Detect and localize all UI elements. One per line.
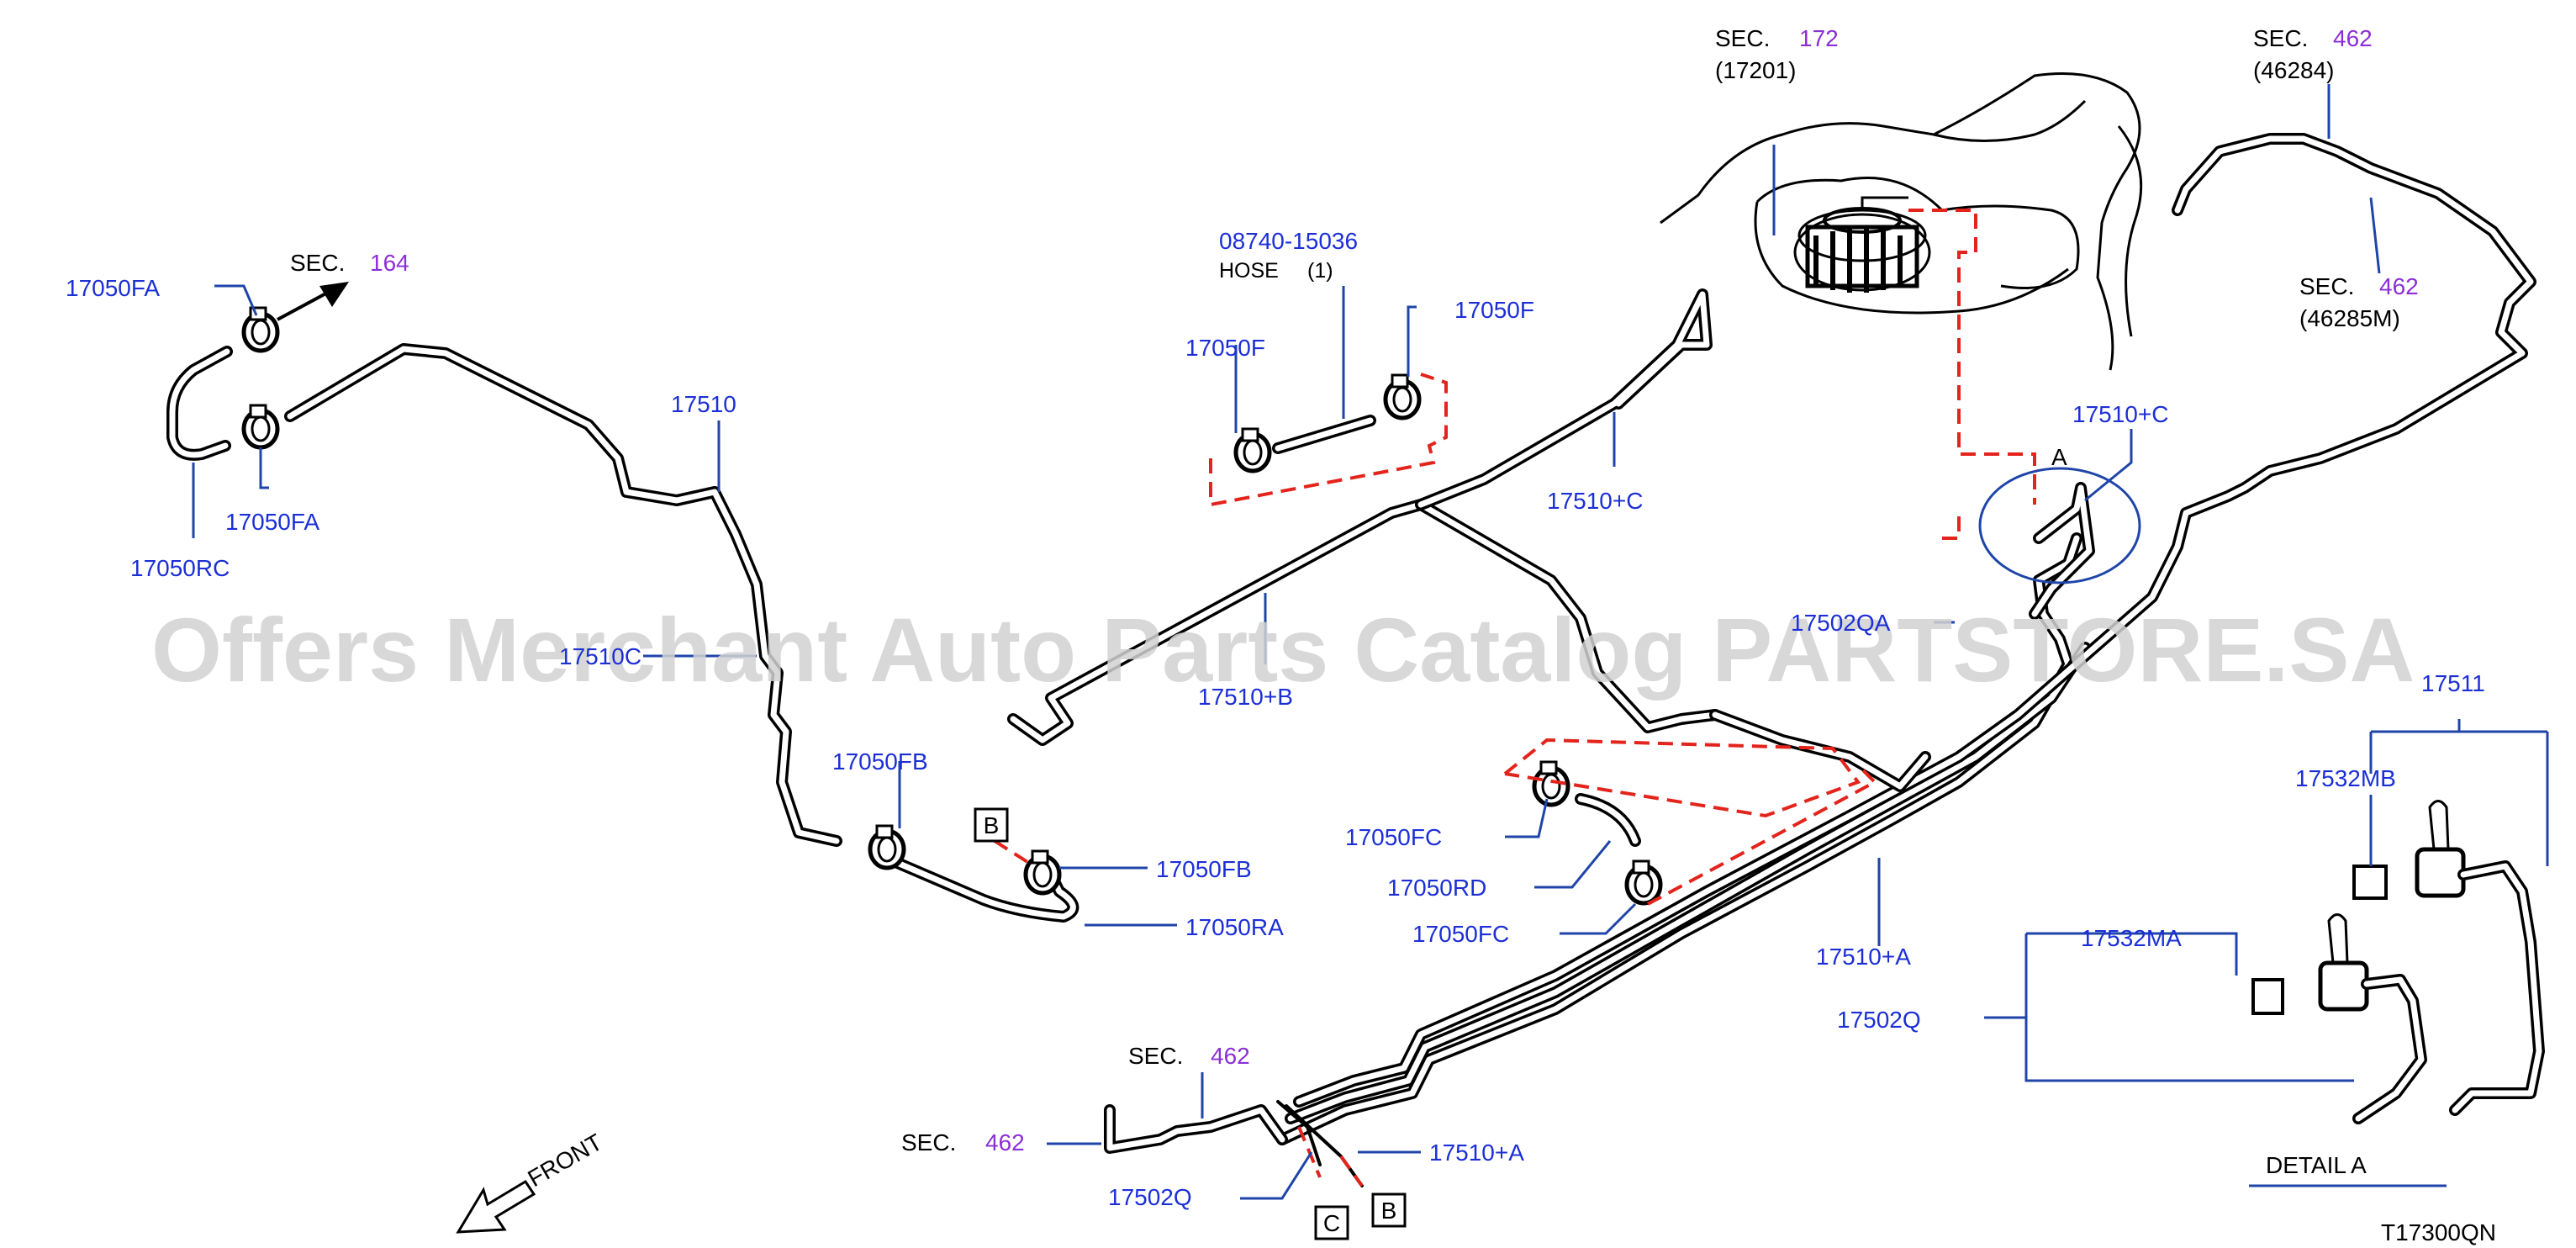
dashed-guides [993, 209, 2036, 1187]
label-17510: 17510 [671, 391, 736, 417]
label-17502QA: 17502QA [1791, 610, 1891, 636]
label-17050F-left: 17050F [1185, 335, 1265, 361]
clamp-17050FC-top [1532, 760, 1570, 807]
label-sec164: SEC. 164 [290, 250, 409, 276]
label-hose-qty: (1) [1307, 259, 1333, 283]
clamp-17050F-left [1233, 427, 1272, 473]
label-17532MA: 17532MA [2081, 925, 2182, 951]
label-17050FA-top: 17050FA [66, 275, 160, 301]
label-17510plusC-mid: 17510+C [1547, 488, 1643, 514]
label-sec462-top: SEC. 462 (46284) [2253, 25, 2373, 83]
label-sec172: SEC. 172(17201) [1715, 25, 1839, 83]
label-17050FB-top: 17050FB [832, 748, 928, 775]
detail-a-connectors [2251, 800, 2545, 1124]
clamp-17050F-right [1383, 373, 1422, 420]
label-17050RC: 17050RC [130, 555, 230, 581]
clamp-17050FB-left [868, 824, 906, 870]
label-17532MB: 17532MB [2295, 765, 2396, 791]
fuel-pump-module [1793, 196, 1931, 293]
svg-text:462: 462 [2379, 273, 2419, 299]
labels: 17050FA SEC.164 17050FA 17050RC 17510 17… [66, 25, 2496, 1245]
label-17050RD: 17050RD [1387, 875, 1486, 901]
label-17502Q-bottom: 17502Q [1108, 1184, 1192, 1210]
label-hose-part: 08740-15036 [1219, 228, 1358, 254]
fuel-tank [1660, 72, 2143, 371]
label-17050FA-bottom: 17050FA [225, 509, 319, 535]
clamps [241, 306, 1663, 906]
label-sec462-bot2: SEC. 462 [901, 1129, 1025, 1155]
label-diagram-code: T17300QN [2381, 1219, 2496, 1245]
label-sec462-bot1: SEC. 462 [1128, 1043, 1250, 1069]
label-17050FB-right: 17050FB [1156, 856, 1252, 882]
svg-text:SEC.: SEC. [1128, 1043, 1183, 1069]
svg-text:462: 462 [985, 1129, 1025, 1155]
svg-text:462: 462 [1211, 1043, 1250, 1069]
marker-b-top: B [974, 807, 1009, 843]
svg-text:(46285M): (46285M) [2299, 305, 2400, 331]
label-17510plusC-right: 17510+C [2072, 401, 2168, 427]
svg-text:B: B [984, 812, 1000, 838]
svg-text:SEC.: SEC. [2253, 25, 2308, 51]
label-17511: 17511 [2421, 670, 2485, 696]
label-detail-a: DETAIL A [2266, 1152, 2367, 1178]
label-sec462-mid: SEC. 462 (46285M) [2299, 273, 2419, 331]
marker-c: C [1314, 1205, 1349, 1240]
clamp-17050FB-right [1023, 849, 1062, 896]
marker-b-bottom: B [1371, 1192, 1407, 1228]
svg-text:SEC.: SEC. [1715, 25, 1770, 51]
clamp-17050FC-bottom [1624, 859, 1663, 906]
clamp-17050FA-top [241, 306, 280, 353]
label-17050F-right: 17050F [1454, 297, 1534, 323]
svg-text:172: 172 [1799, 25, 1839, 51]
watermark: Offers Merchant Auto Parts Catalog PARTS… [151, 599, 2415, 701]
label-17502Q-right: 17502Q [1837, 1007, 1921, 1033]
label-17050RA: 17050RA [1185, 914, 1284, 940]
svg-text:462: 462 [2333, 25, 2373, 51]
svg-text:SEC.: SEC. [901, 1129, 956, 1155]
svg-text:SEC.: SEC. [2299, 273, 2354, 299]
label-17510plusA-bottom: 17510+A [1429, 1140, 1524, 1166]
label-17050FC-top: 17050FC [1345, 824, 1442, 850]
detail-a-circle [1978, 467, 2141, 584]
sec164-arrow [277, 282, 349, 321]
svg-text:C: C [1323, 1210, 1340, 1236]
fuel-lines [166, 133, 2536, 1187]
label-17510plusA-right: 17510+A [1816, 944, 1911, 970]
svg-text:(46284): (46284) [2253, 57, 2335, 83]
clamp-17050FA-bottom [241, 404, 280, 450]
svg-text:B: B [1381, 1198, 1397, 1224]
label-circle-a: A [2051, 444, 2067, 470]
label-17510plusB: 17510+B [1198, 684, 1293, 710]
svg-text:164: 164 [370, 250, 409, 276]
label-17510C-partial: 17510C [559, 643, 641, 669]
front-arrow-icon [456, 1179, 536, 1234]
label-hose-name: HOSE [1219, 259, 1279, 283]
label-17050FC-bottom: 17050FC [1412, 921, 1509, 947]
svg-text:SEC.: SEC. [290, 250, 345, 276]
leader-lines [192, 84, 2549, 1200]
label-front: FRONT [524, 1129, 607, 1192]
svg-text:(17201): (17201) [1715, 57, 1797, 83]
